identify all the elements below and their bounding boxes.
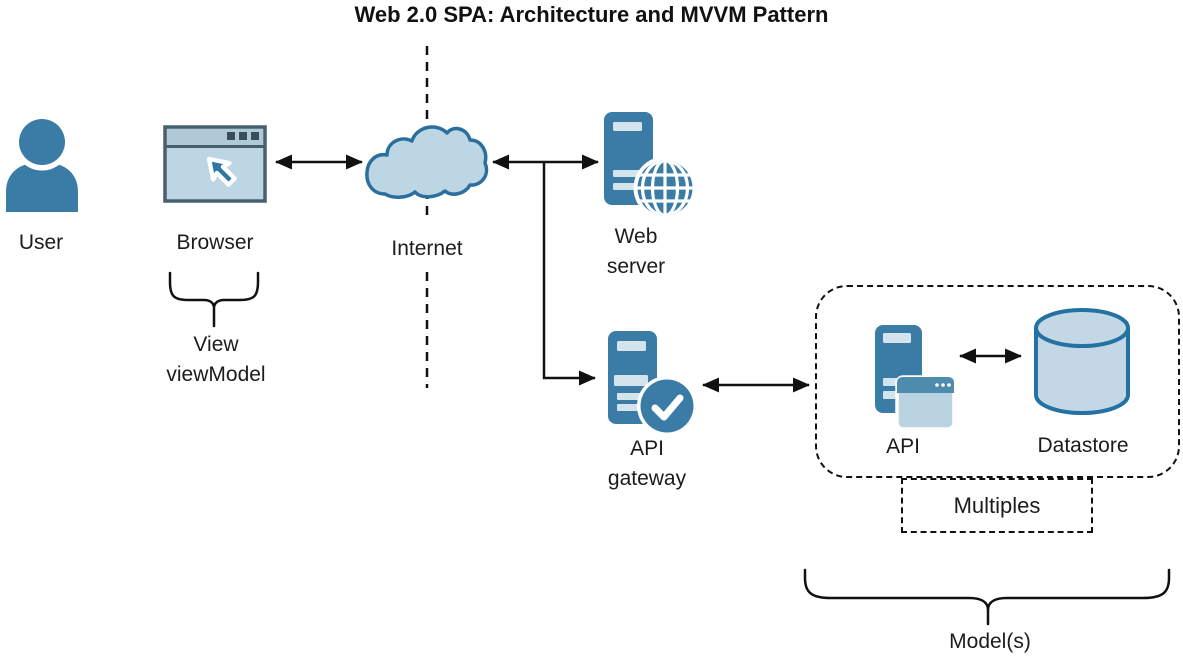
cloud-icon [365,125,489,199]
view-viewmodel-brace [168,271,260,328]
multiples-tag: Multiples [901,478,1093,533]
page-title: Web 2.0 SPA: Architecture and MVVM Patte… [354,2,829,27]
window-icon [895,375,956,431]
view-label-line2: viewModel [166,363,266,386]
view-viewmodel-label: View viewModel [166,330,265,390]
models-label: Model(s) [949,630,1031,653]
web-server-label-line1: Web [614,225,658,248]
api-gateway-label-line2: gateway [607,467,687,490]
server-globe-icon [604,112,697,220]
internet-label: Internet [391,237,463,260]
server-check-icon [608,331,697,436]
arrow-internet-apigateway [542,163,596,386]
web-server-label: Web server [607,222,665,282]
models-dashed-container [815,285,1180,478]
view-label-line1: View [193,333,239,356]
user-label: User [18,231,64,254]
multiples-label: Multiples [953,492,1041,518]
api-label: API [886,435,920,458]
api-gateway-label: API gateway [608,434,686,494]
web-server-label-line2: server [606,255,666,278]
browser-label: Browser [176,231,254,254]
cursor-arrow-icon [206,156,237,187]
server-window-icon [875,325,956,431]
datastore-label: Datastore [1037,434,1129,457]
database-cylinder-icon [1034,308,1130,415]
browser-window-icon [163,125,267,203]
user-icon [6,116,78,212]
models-brace [803,568,1171,626]
api-gateway-label-line1: API [630,437,664,460]
